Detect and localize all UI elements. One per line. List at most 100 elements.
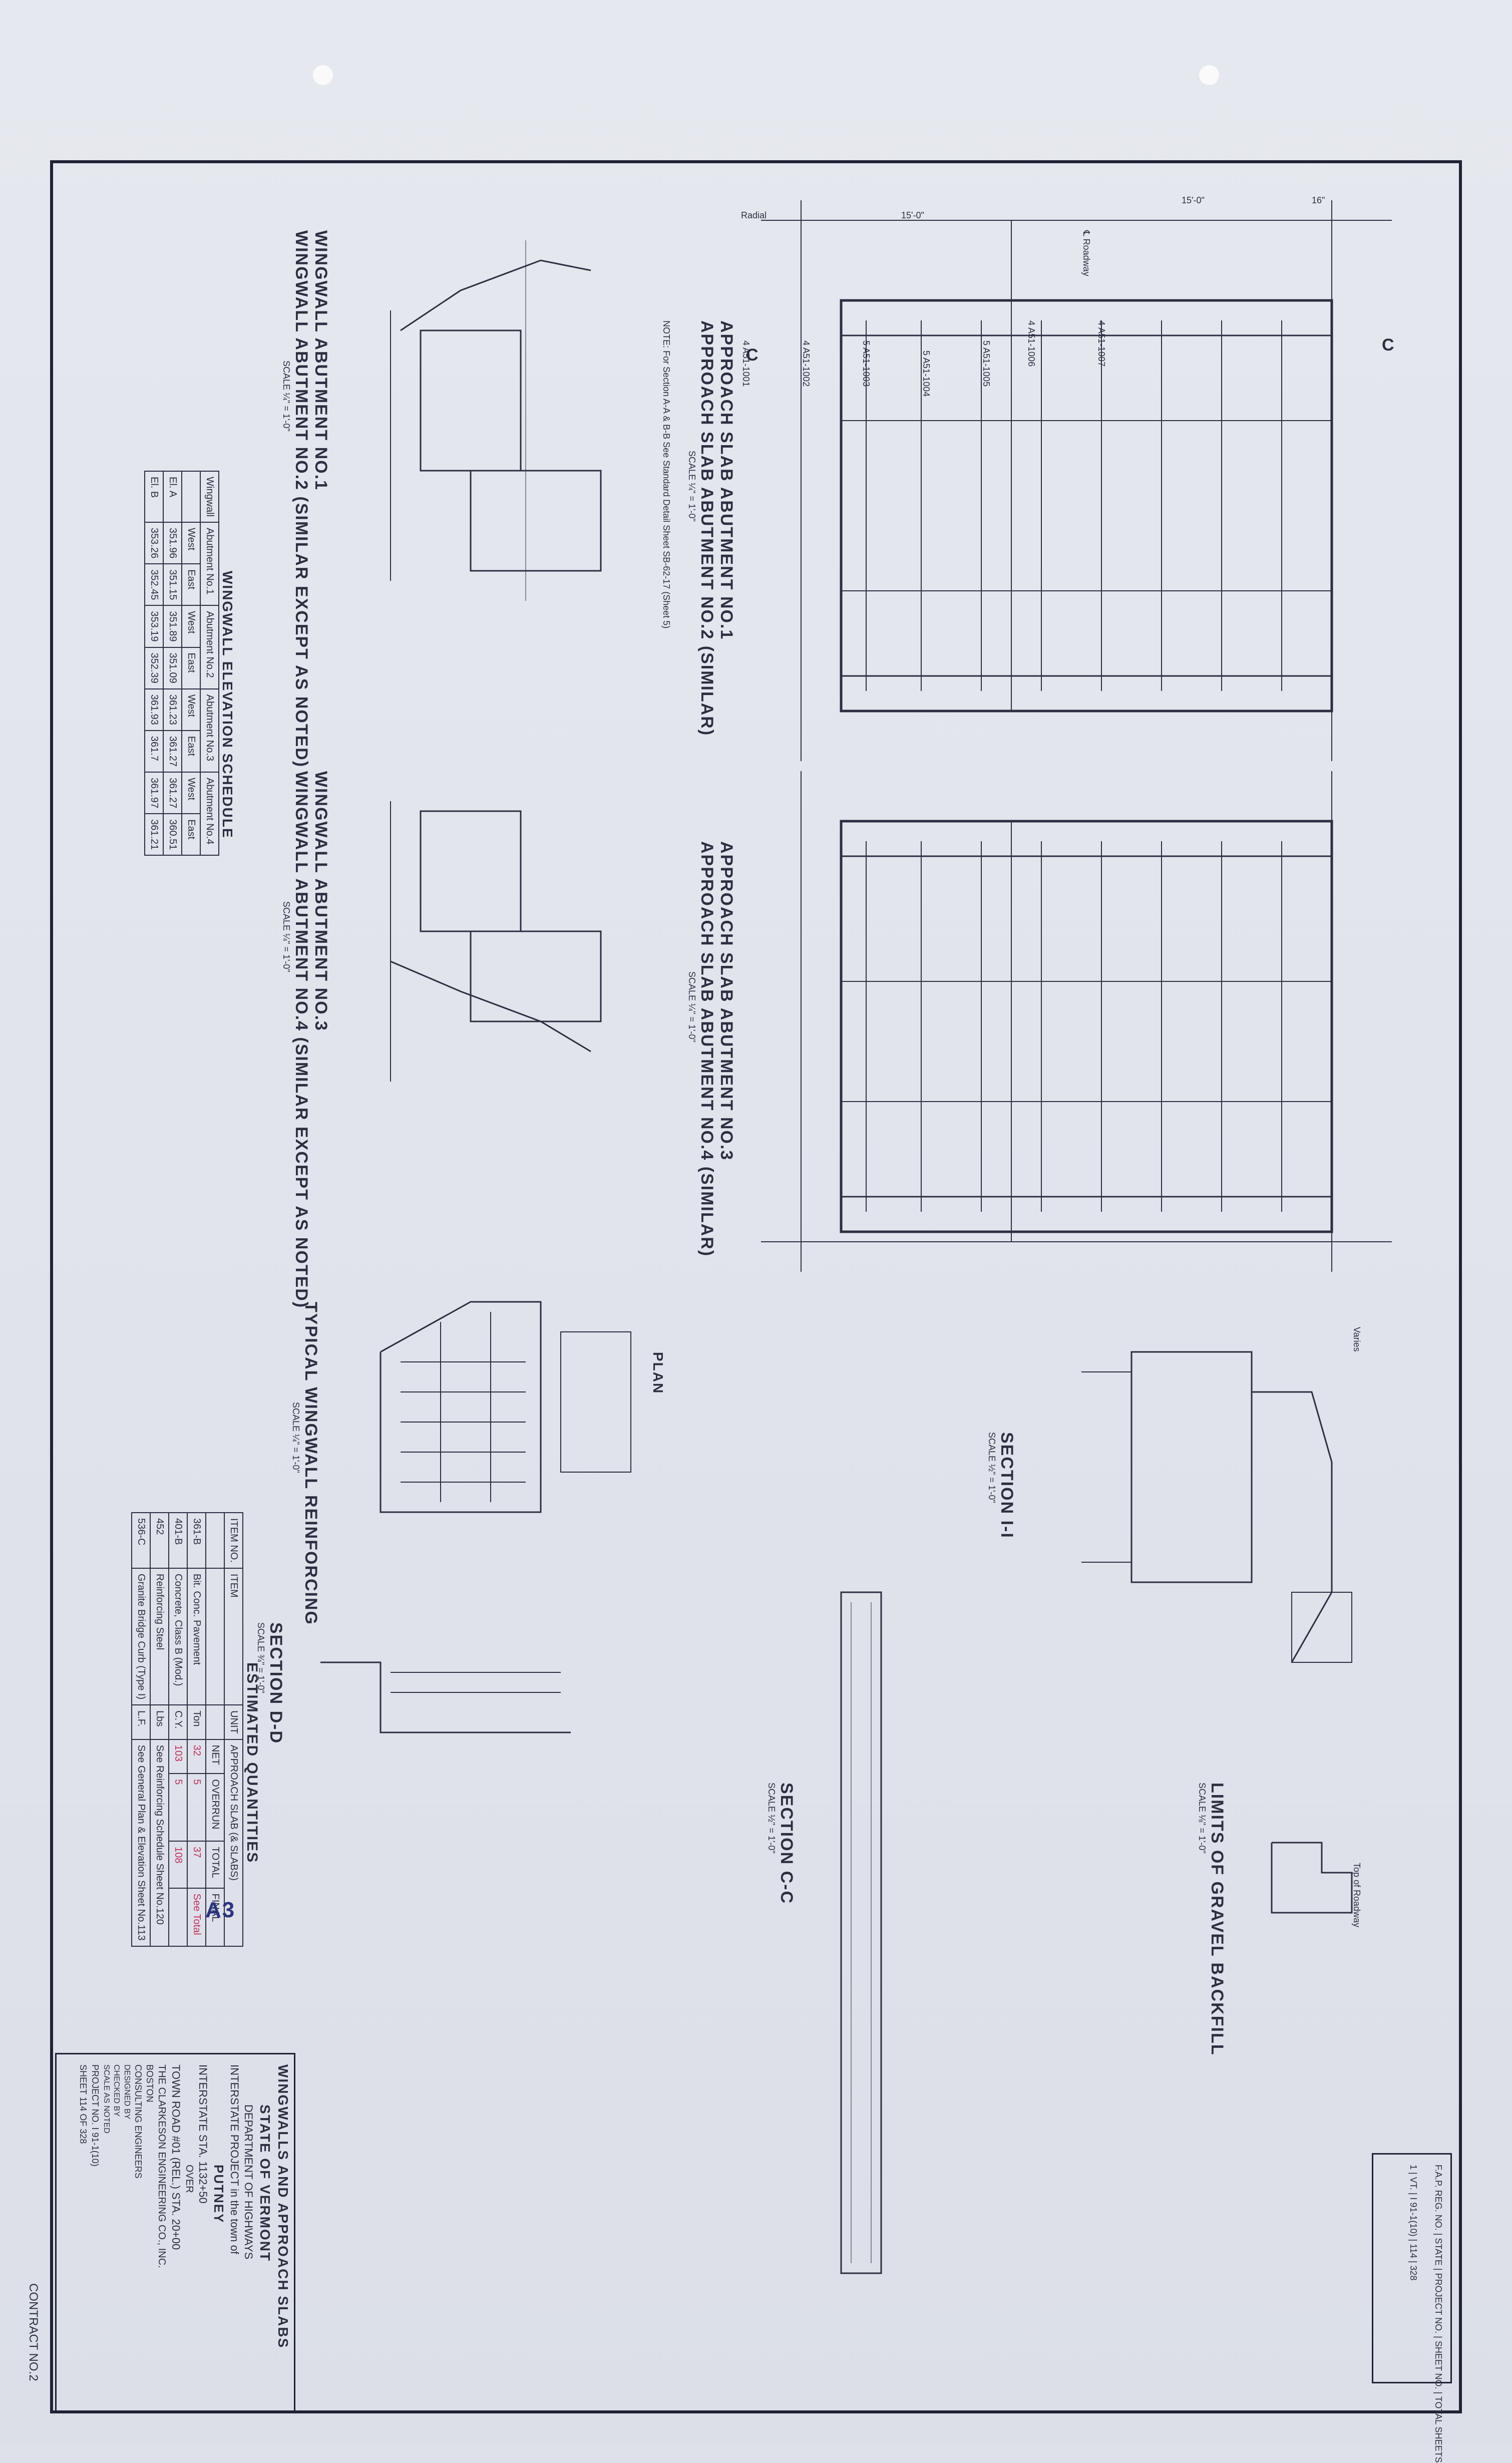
radial-label: Radial bbox=[741, 210, 767, 220]
table-cell: Abutment No.4 bbox=[200, 772, 219, 856]
table-cell: Wingwall bbox=[200, 471, 219, 523]
contract-no: CONTRACT NO.2 bbox=[27, 2283, 40, 2381]
dim-label: 16" bbox=[1312, 195, 1325, 205]
sheet-box-value: VT. bbox=[1408, 2177, 1418, 2190]
sheet-box-header: TOTAL SHEETS bbox=[1433, 2396, 1443, 2463]
firm-city: BOSTON bbox=[145, 2064, 155, 2102]
approach-3-title: APPROACH SLAB ABUTMENT NO.3 bbox=[717, 841, 736, 1161]
table-cell: East bbox=[182, 564, 200, 606]
table-cell: 353.26 bbox=[145, 522, 163, 564]
section-c-title: SECTION C-C bbox=[777, 1783, 796, 1904]
wingwall-3-subtitle: WINGWALL ABUTMENT NO.4 (SIMILAR EXCEPT A… bbox=[292, 771, 311, 1309]
table-row: West East West East West East West East bbox=[182, 471, 200, 856]
note: NOTE: For Section A-A & B-B See Standard… bbox=[661, 320, 671, 629]
wingwall-1-title: WINGWALL ABUTMENT NO.1 bbox=[311, 230, 330, 491]
wingwall-reinforcing-plan bbox=[380, 1301, 631, 1513]
bar-label: 5 A51-1004 bbox=[921, 350, 931, 397]
sheet-box-values: 1 | VT. | I 91-1(10) | 114 | 328 bbox=[1408, 2165, 1418, 2281]
table-cell: 37 bbox=[187, 1841, 206, 1888]
gravel-scale: SCALE ⅛" = 1'-0" bbox=[1197, 1783, 1207, 1854]
section-d-detail bbox=[320, 1661, 571, 1733]
bar-label: 5 A51-1005 bbox=[981, 340, 991, 387]
sheet-box-header: F.A.P. REG. NO. bbox=[1433, 2165, 1443, 2231]
bar-label: 4 A51-1002 bbox=[801, 340, 811, 387]
table-row: 536-C Granite Bridge Curb (Type I) L.F. … bbox=[132, 1513, 150, 1946]
estimated-quantities-title: ESTIMATED QUANTITIES bbox=[244, 1662, 260, 1864]
reinforcing-title-block: TYPICAL WINGWALL REINFORCING SCALE ¼" = … bbox=[290, 1302, 320, 1625]
punch-hole bbox=[1199, 65, 1219, 85]
approach-1-scale: SCALE ¼" = 1'-0" bbox=[687, 451, 697, 522]
section-i-detail bbox=[1081, 1351, 1352, 1663]
table-cell: See General Plan & Elevation Sheet No.11… bbox=[132, 1739, 150, 1946]
bar-label: 5 A51-1003 bbox=[861, 340, 871, 387]
table-cell: ITEM NO. bbox=[224, 1513, 243, 1568]
section-i-scale: SCALE ½" = 1'-0" bbox=[987, 1432, 997, 1503]
table-cell: Granite Bridge Curb (Type I) bbox=[132, 1568, 150, 1705]
table-cell: 361.21 bbox=[145, 814, 163, 856]
wingwall-1-elevation bbox=[390, 240, 602, 601]
table-cell: 361.23 bbox=[163, 688, 182, 731]
table-cell: West bbox=[182, 522, 200, 564]
bar-label: 4 A51-1006 bbox=[1026, 320, 1036, 367]
table-row: 401-B Concrete, Class B (Mod.) C.Y. 103 … bbox=[169, 1513, 187, 1946]
approach-1-title: APPROACH SLAB ABUTMENT NO.1 bbox=[717, 320, 736, 640]
table-cell: See Total bbox=[187, 1888, 206, 1946]
table-cell: East bbox=[182, 647, 200, 689]
drawing-frame bbox=[50, 160, 1462, 2413]
table-cell: OVERRUN bbox=[206, 1774, 224, 1842]
section-c-detail bbox=[840, 1591, 882, 2274]
table-cell: Bit. Conc. Pavement bbox=[187, 1568, 206, 1705]
table-cell: 361.7 bbox=[145, 730, 163, 773]
section-c-title-block: SECTION C-C SCALE ½" = 1'-0" bbox=[766, 1783, 796, 1904]
table-cell: C.Y. bbox=[169, 1705, 187, 1739]
table-cell bbox=[182, 471, 200, 523]
section-marker-c: C bbox=[746, 345, 760, 365]
table-cell: UNIT bbox=[224, 1705, 243, 1739]
roadway-label: ℄ Roadway bbox=[1081, 230, 1091, 276]
punch-hole bbox=[313, 65, 333, 85]
sheet-box-value: 328 bbox=[1408, 2265, 1418, 2281]
sheet-box-value: 1 bbox=[1408, 2165, 1418, 2170]
table-cell: NET bbox=[206, 1739, 224, 1774]
reinforcing-title: TYPICAL WINGWALL REINFORCING bbox=[301, 1302, 320, 1625]
table-cell: 401-B bbox=[169, 1513, 187, 1568]
table-cell: 351.96 bbox=[163, 522, 182, 564]
reinforcing-scale: SCALE ¼" = 1'-0" bbox=[291, 1402, 301, 1473]
plan-label: PLAN bbox=[650, 1352, 666, 1394]
table-cell: L.F. bbox=[132, 1705, 150, 1739]
table-cell: El. B bbox=[145, 471, 163, 523]
elevation-schedule: WINGWALL ELEVATION SCHEDULE Wingwall Abu… bbox=[144, 471, 235, 856]
gravel-title-block: LIMITS OF GRAVEL BACKFILL SCALE ⅛" = 1'-… bbox=[1197, 1783, 1227, 2056]
section-c-scale: SCALE ½" = 1'-0" bbox=[767, 1783, 777, 1854]
project-no: PROJECT NO. I 91-1(10) bbox=[90, 2064, 100, 2167]
table-cell: West bbox=[182, 688, 200, 731]
sheet-box-header: PROJECT NO. bbox=[1433, 2273, 1443, 2334]
section-i-title-block: SECTION I-I SCALE ½" = 1'-0" bbox=[986, 1432, 1016, 1539]
town-road: TOWN ROAD #01 (REL.) STA. 20+00 bbox=[169, 2064, 182, 2250]
wingwall-1-title-block: WINGWALL ABUTMENT NO.1 WINGWALL ABUTMENT… bbox=[281, 230, 330, 768]
station-1: INTERSTATE STA. 1132+50 bbox=[197, 2064, 210, 2204]
over-label: OVER bbox=[183, 2165, 195, 2193]
varies-label: Varies bbox=[1352, 1327, 1362, 1352]
sheet-box-value: 114 bbox=[1408, 2244, 1418, 2258]
table-cell bbox=[169, 1888, 187, 1946]
table-row: ITEM NO. ITEM UNIT APPROACH SLAB (& SLAB… bbox=[224, 1513, 243, 1946]
designed-by: DESIGNED BY bbox=[123, 2064, 132, 2120]
table-cell: 452 bbox=[150, 1513, 169, 1568]
table-cell: 352.45 bbox=[145, 564, 163, 606]
table-row: 452 Reinforcing Steel Lbs See Reinforcin… bbox=[150, 1513, 169, 1946]
sheet-box-header: SHEET NO. bbox=[1433, 2340, 1443, 2389]
table-cell: Abutment No.3 bbox=[200, 688, 219, 773]
approach-3-title-block: APPROACH SLAB ABUTMENT NO.3 APPROACH SLA… bbox=[686, 841, 736, 1257]
table-cell: 5 bbox=[187, 1774, 206, 1842]
firm-name: THE CLARKESON ENGINEERING CO., INC. bbox=[156, 2064, 168, 2268]
table-cell: Reinforcing Steel bbox=[150, 1568, 169, 1705]
department: DEPARTMENT OF HIGHWAYS bbox=[242, 2104, 255, 2260]
approach-1-subtitle: APPROACH SLAB ABUTMENT NO.2 (SIMILAR) bbox=[697, 320, 716, 737]
wingwall-3-scale: SCALE ¼" = 1'-0" bbox=[281, 901, 291, 972]
table-cell: 351.09 bbox=[163, 647, 182, 689]
table-cell: Ton bbox=[187, 1705, 206, 1739]
title-block-text: WINGWALLS AND APPROACH SLABS STATE OF VE… bbox=[77, 2064, 292, 2348]
checked-by: CHECKED BY bbox=[112, 2064, 121, 2117]
